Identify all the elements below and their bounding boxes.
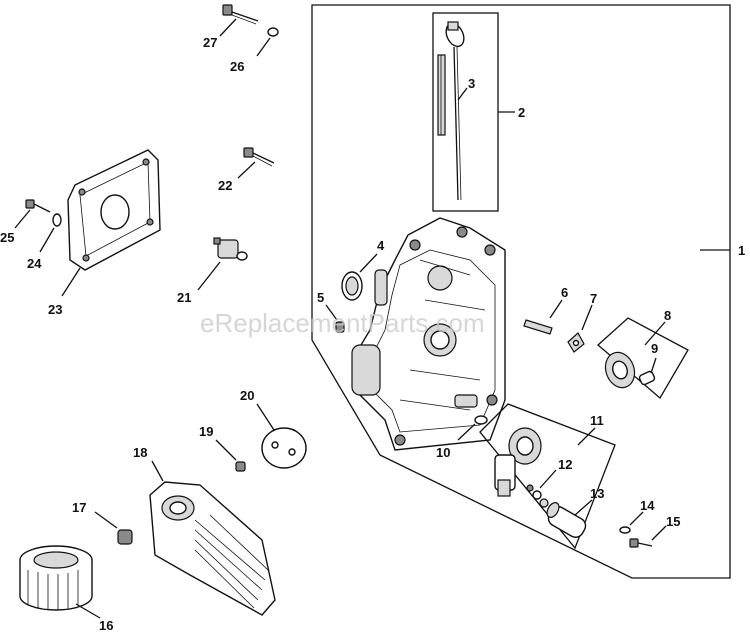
callout-27: 27 <box>203 35 217 50</box>
washer-26-part <box>267 27 279 37</box>
dipstick-part <box>445 21 465 201</box>
callout-14: 14 <box>640 498 655 513</box>
callout-11: 11 <box>590 413 604 428</box>
oil-filter-part <box>19 545 93 611</box>
bolt-15-part <box>629 538 653 548</box>
callout-3: 3 <box>468 76 475 91</box>
callout-2: 2 <box>518 105 525 120</box>
callout-21: 21 <box>177 290 191 305</box>
callout-16: 16 <box>99 618 113 633</box>
filter-adapter-part <box>149 481 276 616</box>
gear-shaft-part <box>638 370 656 386</box>
oil-seal-part <box>341 271 363 301</box>
assembly-outline <box>311 4 731 579</box>
oil-pump-group-box <box>479 403 616 550</box>
gear-group-box <box>597 317 689 399</box>
callout-24: 24 <box>27 256 42 271</box>
drain-plug-part <box>117 529 133 545</box>
oil-pressure-switch-part <box>213 237 248 261</box>
callout-26: 26 <box>230 59 244 74</box>
callout-1: 1 <box>738 243 745 258</box>
callout-5: 5 <box>317 290 324 305</box>
callout-15: 15 <box>666 514 680 529</box>
callout-13: 13 <box>590 486 604 501</box>
callout-4: 4 <box>377 238 385 253</box>
callout-17: 17 <box>72 500 86 515</box>
callout-9: 9 <box>651 341 658 356</box>
gasket-20-part <box>261 427 307 469</box>
relief-valve-part <box>546 502 587 538</box>
callout-10: 10 <box>436 445 450 460</box>
callout-18: 18 <box>133 445 147 460</box>
o-ring-part <box>474 415 488 425</box>
callout-25: 25 <box>0 230 14 245</box>
gear-part <box>604 351 636 389</box>
washer-24-part <box>52 213 62 227</box>
pin-part <box>523 319 553 335</box>
relief-valve-spring-part <box>526 484 549 508</box>
callout-12: 12 <box>558 457 572 472</box>
fitting-19-part <box>235 461 246 472</box>
washer-14-part <box>619 526 631 534</box>
plug-part <box>335 321 345 333</box>
callout-6: 6 <box>561 285 568 300</box>
callout-8: 8 <box>664 308 671 323</box>
callout-20: 20 <box>240 388 254 403</box>
adapter-plate-part <box>67 149 161 271</box>
callout-23: 23 <box>48 302 62 317</box>
closure-plate-part <box>351 217 506 451</box>
watermark-text: eReplacementParts.com <box>200 308 485 338</box>
bolt-25-part <box>25 199 51 213</box>
bolt-27-part <box>222 4 259 25</box>
callout-19: 19 <box>199 424 213 439</box>
oil-pump-part <box>494 427 542 497</box>
callout-22: 22 <box>218 178 232 193</box>
bolt-22-part <box>243 147 275 167</box>
washer-part <box>567 332 585 353</box>
callout-7: 7 <box>590 291 597 306</box>
dipstick-tube-part <box>437 54 446 136</box>
